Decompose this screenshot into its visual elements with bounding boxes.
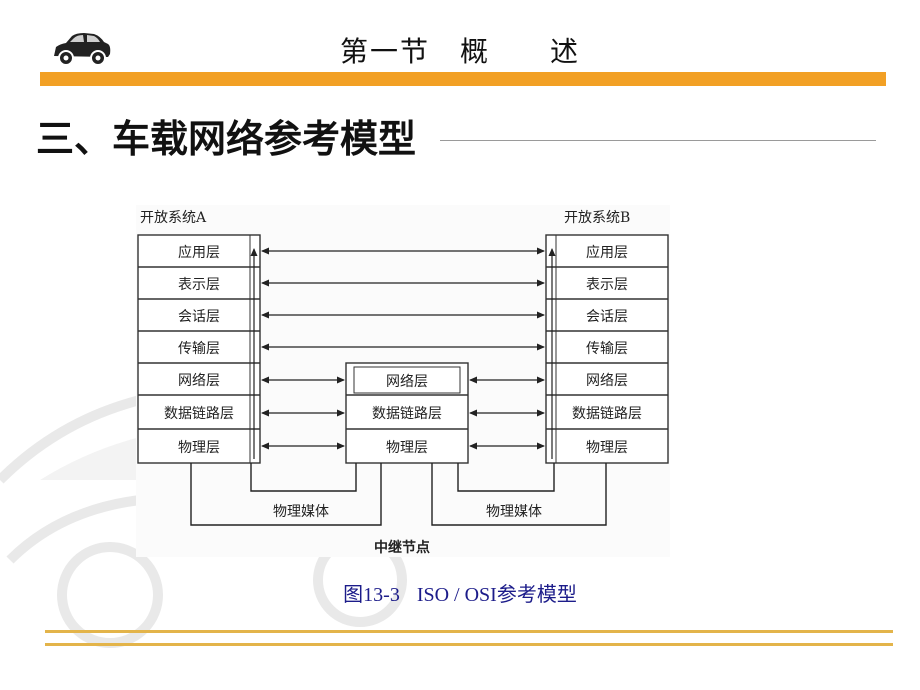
system-b-box (545, 234, 669, 464)
relay-node-box (345, 362, 469, 464)
b-layer-physical: 物理层 (586, 440, 628, 456)
media-label-left: 物理媒体 (273, 504, 329, 520)
b-layer-network: 网络层 (586, 373, 628, 389)
bottom-rule-top (45, 630, 893, 633)
system-b-label: 开放系统B (564, 210, 630, 226)
a-layer-datalink: 数据链路层 (164, 406, 234, 422)
a-layer-network: 网络层 (178, 373, 220, 389)
a-layer-transport: 传输层 (178, 341, 220, 357)
relay-layer-network: 网络层 (386, 374, 428, 390)
heading-rule (440, 140, 876, 141)
b-layer-transport: 传输层 (586, 341, 628, 357)
a-layer-application: 应用层 (178, 244, 220, 261)
section-heading: 三、车载网络参考模型 (36, 117, 417, 161)
bottom-rule-bottom (45, 643, 893, 646)
b-layer-session: 会话层 (586, 309, 628, 325)
caption-figure-number: 图13-3 (343, 584, 400, 606)
header-orange-bar (40, 72, 886, 86)
header-title: 第一节 概 述 (339, 35, 580, 68)
osi-diagram: 开放系统A 开放系统B 应用层 表示层 会话层 传输层 网络层 数据链路层 物理… (136, 205, 670, 557)
a-layer-physical: 物理层 (178, 440, 220, 456)
system-a-box (137, 234, 261, 464)
relay-layer-datalink: 数据链路层 (372, 406, 442, 422)
a-layer-presentation: 表示层 (178, 277, 220, 293)
relay-node-label: 中继节点 (374, 539, 430, 556)
b-layer-presentation: 表示层 (586, 277, 628, 293)
caption-text: ISO / OSI参考模型 (416, 584, 577, 606)
b-layer-application: 应用层 (586, 244, 628, 261)
car-logo-icon (54, 33, 111, 66)
media-label-right: 物理媒体 (486, 504, 542, 520)
relay-layer-physical: 物理层 (386, 440, 428, 456)
b-layer-datalink: 数据链路层 (572, 406, 642, 422)
system-a-label: 开放系统A (140, 210, 207, 226)
figure-caption: 图13-3 ISO / OSI参考模型 (0, 578, 920, 607)
a-layer-session: 会话层 (178, 309, 220, 325)
